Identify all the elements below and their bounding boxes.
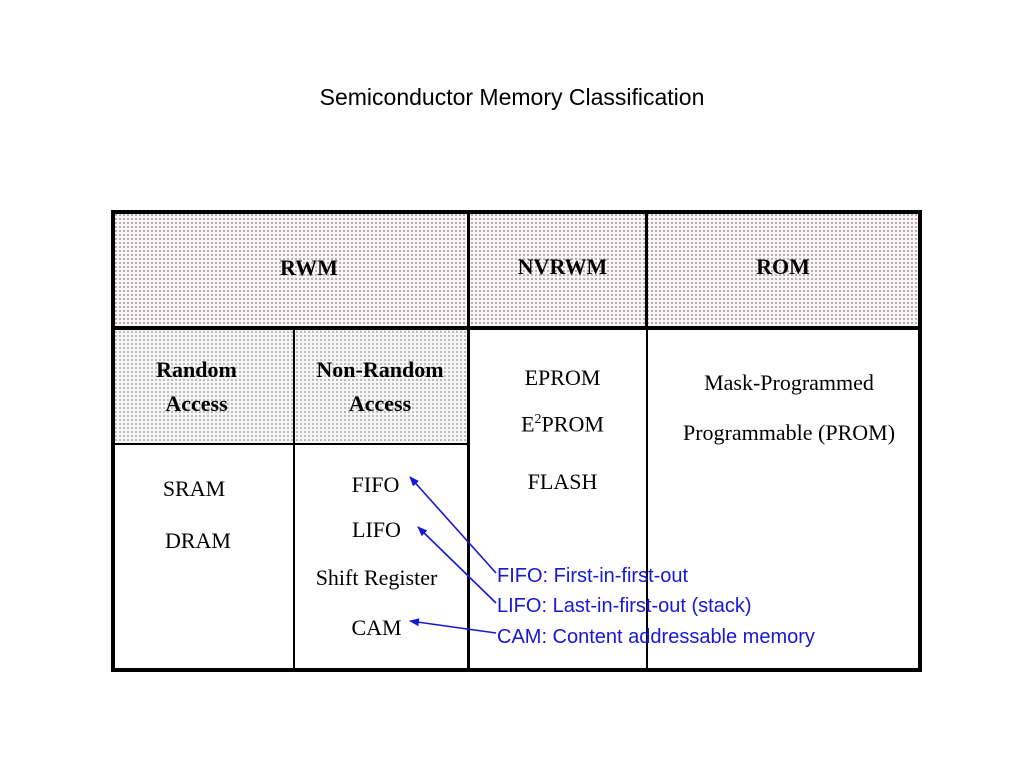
random-access-header: Random Access <box>114 353 279 421</box>
table-border-left <box>111 210 115 672</box>
table-border-bottom <box>111 668 922 672</box>
rwm-subheader-divider <box>113 443 469 445</box>
lifo-label: LIFO <box>352 517 401 542</box>
col-divider-nvrwm-rom-lower <box>646 330 648 668</box>
random-access-header-fill <box>114 330 294 444</box>
e2prom-label: E2PROM <box>470 413 655 435</box>
e2prom-sup: 2 <box>534 412 542 427</box>
col-divider-random-nonrandom <box>293 329 295 669</box>
non-random-access-line2: Access <box>348 391 412 416</box>
non-random-access-header-fill <box>295 330 469 444</box>
note-fifo: FIFO: First-in-first-out <box>497 565 689 587</box>
flash-label: FLASH <box>527 469 598 494</box>
random-access-line1: Random <box>156 357 237 382</box>
page-title: Semiconductor Memory Classification <box>319 84 705 110</box>
note-cam: CAM: Content addressable memory <box>497 626 815 648</box>
header-divider <box>111 326 922 330</box>
non-random-access-line1: Non-Random <box>316 357 444 382</box>
cam-arrow <box>409 618 497 634</box>
nvrwm-header: NVRWM <box>517 254 608 279</box>
rom-header: ROM <box>756 254 810 279</box>
shift-register-label: Shift Register <box>315 565 438 590</box>
fifo-arrow <box>409 476 497 574</box>
col-divider-nvrwm-rom <box>645 212 648 328</box>
header-row-fill <box>114 213 919 328</box>
sram-label: SRAM <box>162 476 226 501</box>
rwm-header: RWM <box>280 255 338 280</box>
random-access-line2: Access <box>165 391 228 416</box>
cam-label: CAM <box>351 615 402 640</box>
e2prom-rest: PROM <box>541 411 604 437</box>
non-random-access-header: Non-Random Access <box>295 353 465 421</box>
lifo-arrow <box>417 526 497 604</box>
table-border-right <box>918 210 922 672</box>
eprom-label: EPROM <box>524 365 601 390</box>
fifo-label: FIFO <box>351 472 400 497</box>
table-border-top <box>111 210 922 214</box>
prom-label: Programmable (PROM) <box>682 420 896 445</box>
e2prom-base: E <box>521 411 535 437</box>
mask-programmed-label: Mask-Programmed <box>704 370 874 395</box>
dram-label: DRAM <box>164 528 231 553</box>
col-divider-rwm-nvrwm <box>467 212 470 670</box>
note-lifo: LIFO: Last-in-first-out (stack) <box>497 595 752 617</box>
